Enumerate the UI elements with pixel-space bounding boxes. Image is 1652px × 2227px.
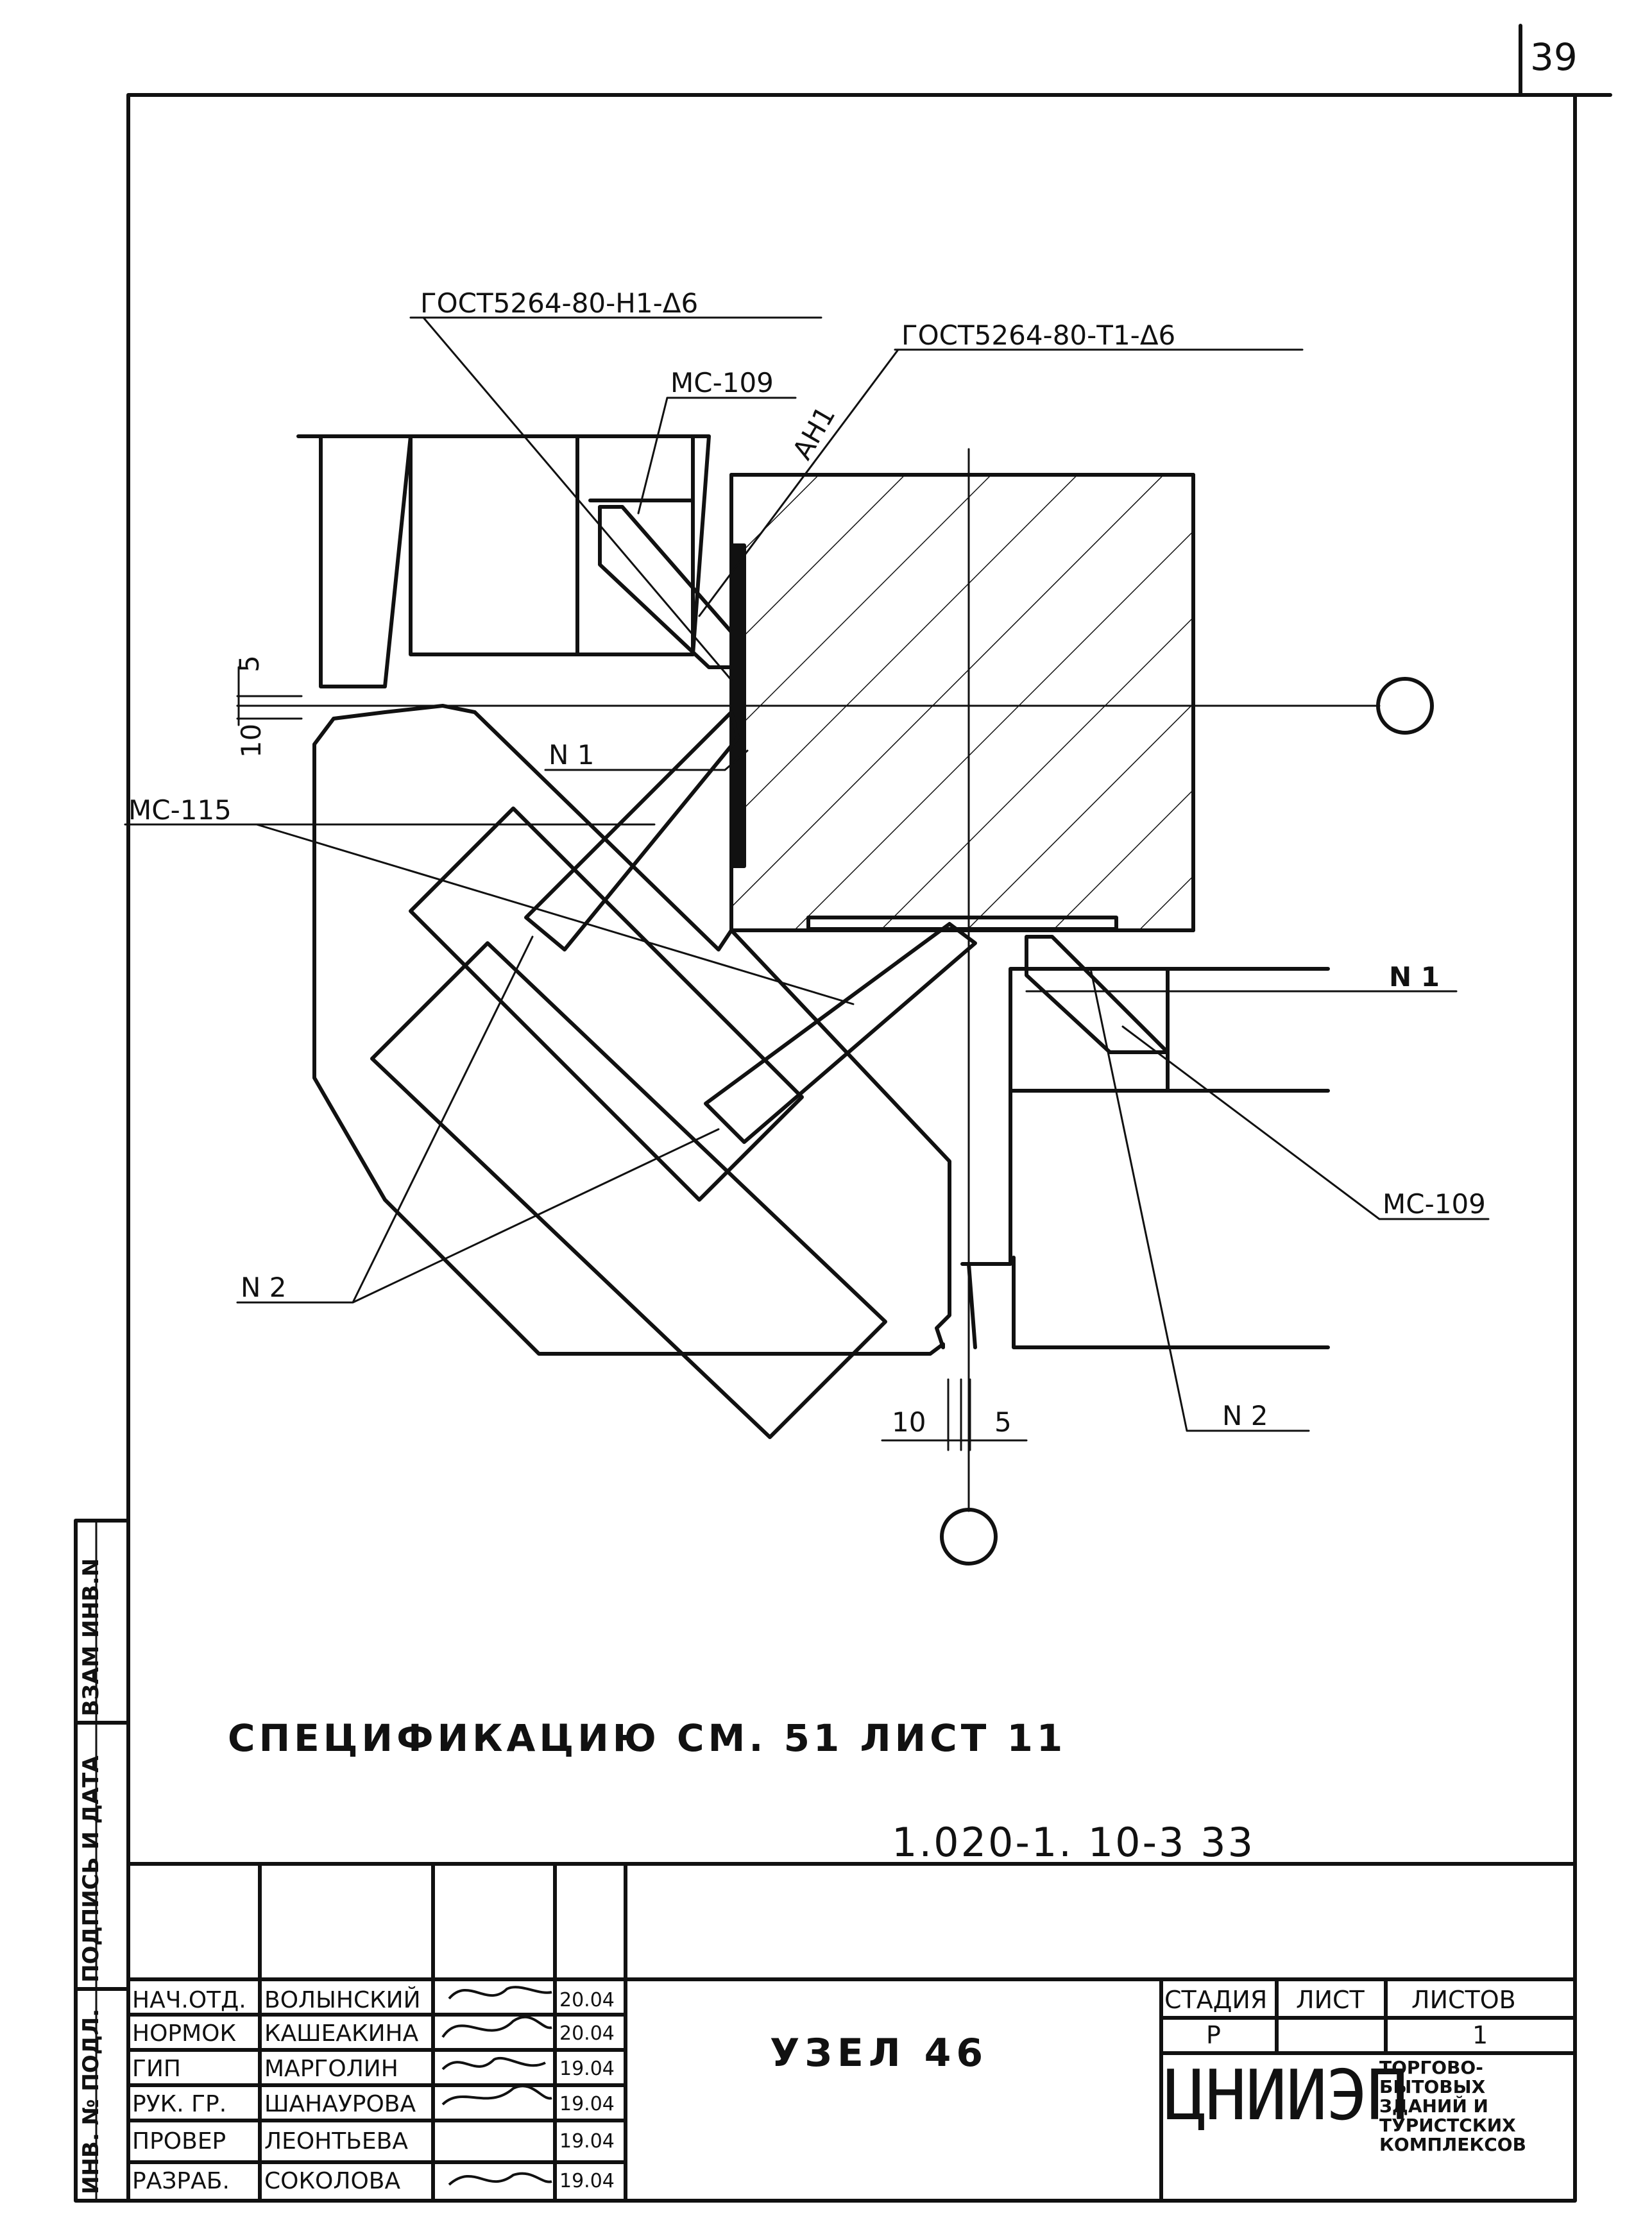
callout-n2-right: N 2 [1222, 1400, 1268, 1431]
sig-name: ШАНАУРОВА [264, 2091, 416, 2117]
document-code: 1.020-1. 10-3 33 [892, 1819, 1256, 1866]
sig-date: 20.04 [559, 1989, 615, 2011]
leader-mc115 [124, 823, 855, 1005]
wall-panel-lower-right [960, 967, 1330, 1349]
sig-role: НАЧ.ОТД. [132, 1987, 246, 2013]
leader-mc109-right [1121, 1025, 1490, 1220]
callout-mc109-right: МС-109 [1383, 1188, 1486, 1220]
side-inv-podl: ИНВ. № ПОДЛ. [78, 2008, 104, 2194]
side-vzam-inv: ВЗАМ ИНВ.N [78, 1558, 104, 1716]
sig-name: ЛЕОНТЬЕВА [264, 2128, 408, 2154]
mc109-top-profile [598, 505, 733, 669]
signature-scribbles [441, 1986, 552, 2186]
sig-date: 19.04 [559, 2170, 615, 2192]
sig-role: РУК. ГР. [132, 2091, 227, 2117]
dim-bottom [881, 1378, 1028, 1451]
sheet-header: ЛИСТ [1296, 1986, 1365, 2014]
corner-tab [1519, 24, 1612, 97]
sig-role: РАЗРАБ. [132, 2168, 230, 2194]
dim-left [236, 666, 303, 726]
sig-date: 19.04 [559, 2093, 615, 2115]
mc115-profile [409, 806, 804, 1202]
sig-name: КАШЕАКИНА [264, 2020, 419, 2047]
dim-left-10: 10 [235, 723, 268, 758]
callout-n1-right: N 1 [1389, 961, 1440, 993]
leader-n2-right [1089, 968, 1310, 1432]
dim-left-5: 5 [233, 655, 265, 672]
sheets-value: 1 [1472, 2021, 1488, 2049]
dim-bottom-10: 10 [892, 1406, 926, 1438]
wall-panel-upper-left [296, 434, 711, 688]
callout-weld-top-right: ГОСТ5264-80-Т1-Δ6 [901, 320, 1176, 351]
callout-mc115: МС-115 [128, 794, 232, 826]
leader-n1-left [544, 749, 749, 771]
sig-date: 19.04 [559, 2130, 615, 2153]
sheets-header: ЛИСТОВ [1411, 1986, 1516, 2014]
frame-border [126, 93, 1577, 2203]
leader-mc109-top [637, 397, 797, 515]
sheet-number: 39 [1530, 35, 1578, 79]
callout-weld-top-left: ГОСТ5264-80-Н1-Δ6 [420, 287, 699, 319]
sig-date: 20.04 [559, 2022, 615, 2045]
mc109-right-profile [1025, 935, 1170, 1054]
organization-description: ТОРГОВО-БЫТОВЫХ ЗДАНИЙ И ТУРИСТСКИХ КОМП… [1379, 2057, 1526, 2155]
leader-weld-left [409, 316, 822, 681]
drawing-title: УЗЕЛ 46 [770, 2031, 989, 2076]
wall-panel-lower-left [312, 704, 951, 1356]
sig-name: ВОЛЫНСКИЙ [264, 1987, 421, 2013]
callout-n2-left: N 2 [241, 1272, 287, 1303]
organization-logo: ЦНИИЭП [1164, 2056, 1408, 2136]
sig-role: ПРОВЕР [132, 2128, 226, 2154]
callout-n1-left: N 1 [549, 739, 595, 771]
concrete-column [729, 473, 1195, 932]
callout-mc109-top: МС-109 [670, 367, 774, 398]
axis-marker-right [1376, 677, 1434, 735]
dim-bottom-5: 5 [994, 1406, 1012, 1438]
sig-date: 19.04 [559, 2058, 615, 2080]
embedded-plate-bottom [806, 916, 1118, 931]
leader-weld-right [698, 348, 1304, 617]
sig-role: НОРМОК [132, 2020, 237, 2047]
leader-n2-left [236, 935, 720, 1304]
title-block-grid [126, 1862, 1577, 2203]
stage-header: СТАДИЯ [1164, 1986, 1268, 2014]
stage-value: Р [1206, 2021, 1221, 2049]
sig-role: ГИП [132, 2056, 181, 2082]
sig-name: СОКОЛОВА [264, 2168, 401, 2194]
axis-marker-bottom [940, 1508, 998, 1566]
side-podpis-data: ПОДПИСЬ И ДАТА [78, 1755, 104, 1983]
sig-name: МАРГОЛИН [264, 2056, 398, 2082]
specification-note: СПЕЦИФИКАЦИЮ СМ. 51 ЛИСТ 11 [228, 1716, 1067, 1760]
side-stamp-strip [74, 1519, 130, 2203]
